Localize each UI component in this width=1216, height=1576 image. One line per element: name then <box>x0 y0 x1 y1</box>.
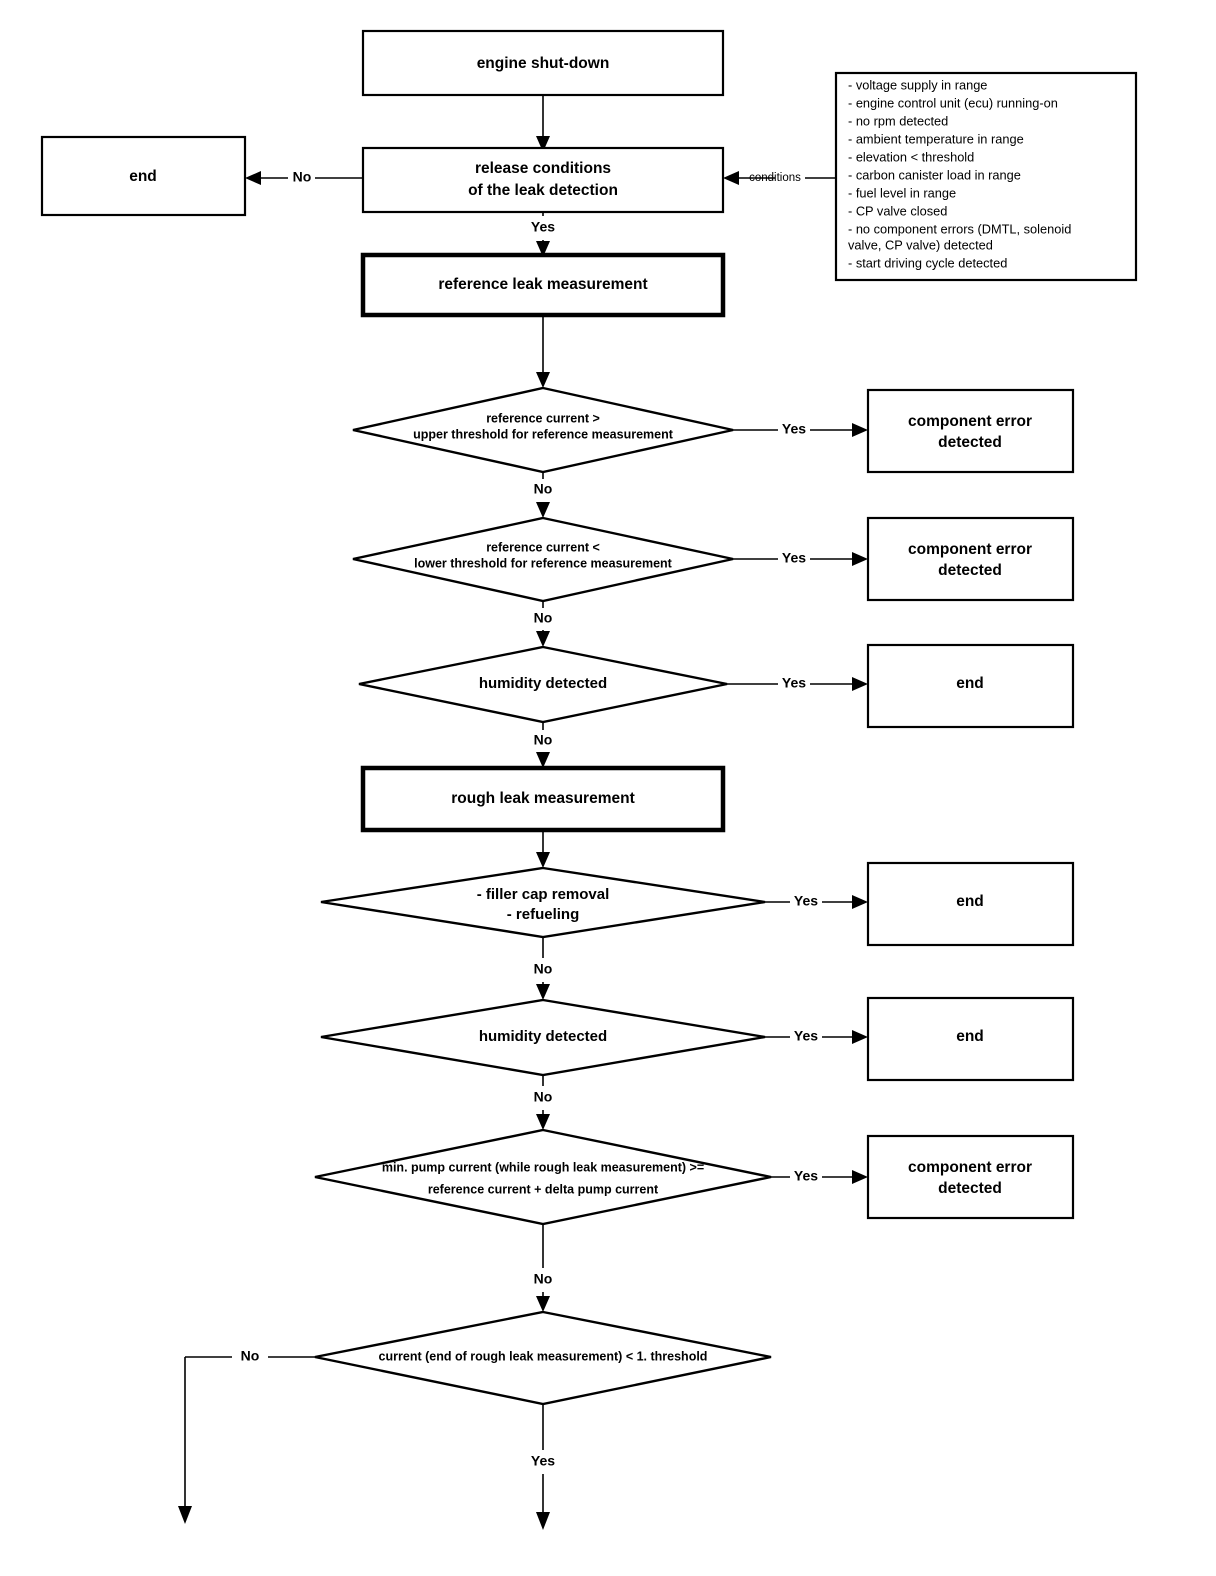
node-conditions-box: - voltage supply in range - engine contr… <box>834 71 1138 282</box>
node-release-conditions[interactable]: release conditions of the leak detection <box>361 146 725 214</box>
edge-dec3-yes <box>727 677 868 691</box>
condition-item-1: - engine control unit (ecu) running-on <box>848 95 1058 110</box>
decision-filler-cap-line2: - refueling <box>507 906 580 923</box>
engine-shutdown-label: engine shut-down <box>477 55 610 72</box>
decision-min-pump-line1: min. pump current (while rough leak meas… <box>382 1160 704 1174</box>
end-right-2-label: end <box>956 893 984 910</box>
edge-dec7-yes <box>536 1404 550 1530</box>
node-decision-filler-cap[interactable]: - filler cap removal - refueling <box>320 866 766 939</box>
edge-dec7-no <box>178 1356 320 1524</box>
decision-humidity-2-label: humidity detected <box>479 1028 607 1045</box>
decision-reference-upper-line2: upper threshold for reference measuremen… <box>413 427 674 441</box>
edge-label-no-dec4: No <box>534 961 553 977</box>
node-decision-min-pump-current[interactable]: min. pump current (while rough leak meas… <box>314 1128 772 1226</box>
edge-label-yes-dec6: Yes <box>794 1168 818 1184</box>
edge-dec3-no <box>536 722 550 768</box>
condition-item-7: - CP valve closed <box>848 203 947 218</box>
condition-item-6: - fuel level in range <box>848 185 956 200</box>
component-error-2-line2: detected <box>938 562 1002 579</box>
edge-label-yes-dec3: Yes <box>782 675 806 691</box>
node-component-error-1[interactable]: component error detected <box>866 388 1075 474</box>
edge-label-yes-dec7: Yes <box>531 1453 555 1469</box>
condition-item-2: - no rpm detected <box>848 113 948 128</box>
reference-leak-measurement-label: reference leak measurement <box>438 276 647 293</box>
node-engine-shutdown[interactable]: engine shut-down <box>361 29 725 97</box>
release-conditions-label-line2: of the leak detection <box>468 182 618 199</box>
decision-humidity-1-label: humidity detected <box>479 675 607 692</box>
edge-dec5-yes <box>765 1030 868 1044</box>
edge-dec6-yes <box>771 1170 868 1184</box>
edge-label-yes-release: Yes <box>531 219 555 235</box>
condition-item-4: - elevation < threshold <box>848 149 974 164</box>
edge-dec2-yes <box>733 552 868 566</box>
release-conditions-label-line1: release conditions <box>475 160 611 177</box>
end-right-3-label: end <box>956 1028 984 1045</box>
edge-label-no-dec6: No <box>534 1271 553 1287</box>
node-decision-humidity-1[interactable]: humidity detected <box>358 645 728 724</box>
edge-label-no-release: No <box>293 169 312 185</box>
node-end-right-2[interactable]: end <box>866 861 1075 947</box>
decision-end-current-label: current (end of rough leak measurement) … <box>379 1349 708 1363</box>
edge-dec6-no <box>536 1224 550 1312</box>
condition-item-3: - ambient temperature in range <box>848 131 1024 146</box>
decision-reference-upper-line1: reference current > <box>486 411 600 425</box>
edge-conditions-to-release <box>723 171 836 185</box>
decision-reference-lower-line2: lower threshold for reference measuremen… <box>414 556 673 570</box>
condition-item-8: - no component errors (DMTL, solenoid <box>848 221 1071 236</box>
decision-filler-cap-line1: - filler cap removal <box>477 886 610 903</box>
condition-item-10: - start driving cycle detected <box>848 255 1007 270</box>
edge-label-yes-dec5: Yes <box>794 1028 818 1044</box>
edge-label-no-dec1: No <box>534 481 553 497</box>
node-end-left[interactable]: end <box>40 135 247 217</box>
edge-label-yes-dec4: Yes <box>794 893 818 909</box>
node-end-right-3[interactable]: end <box>866 996 1075 1082</box>
edge-label-yes-dec2: Yes <box>782 550 806 566</box>
node-decision-reference-upper[interactable]: reference current > upper threshold for … <box>352 386 734 474</box>
edge-rough-to-dec4 <box>536 830 550 868</box>
edge-label-no-dec5: No <box>534 1089 553 1105</box>
rough-leak-measurement-label: rough leak measurement <box>451 790 634 807</box>
decision-min-pump-line2: reference current + delta pump current <box>428 1182 659 1196</box>
edge-label-conditions: conditions <box>749 172 801 184</box>
node-reference-leak-measurement[interactable]: reference leak measurement <box>360 252 726 318</box>
node-decision-humidity-2[interactable]: humidity detected <box>320 998 766 1077</box>
node-end-right-1[interactable]: end <box>866 643 1075 729</box>
condition-item-0: - voltage supply in range <box>848 77 987 92</box>
decision-reference-lower-line1: reference current < <box>486 540 600 554</box>
edge-label-no-dec7: No <box>241 1348 260 1364</box>
condition-item-5: - carbon canister load in range <box>848 167 1021 182</box>
node-decision-end-current[interactable]: current (end of rough leak measurement) … <box>314 1310 772 1406</box>
component-error-3-line2: detected <box>938 1180 1002 1197</box>
end-right-1-label: end <box>956 675 984 692</box>
component-error-1-line2: detected <box>938 434 1002 451</box>
edge-dec1-yes <box>733 423 868 437</box>
node-rough-leak-measurement[interactable]: rough leak measurement <box>360 765 726 833</box>
condition-item-9: valve, CP valve) detected <box>848 237 993 252</box>
node-component-error-3[interactable]: component error detected <box>866 1134 1075 1220</box>
edge-dec4-no <box>536 937 550 1000</box>
component-error-1-line1: component error <box>908 413 1032 430</box>
node-decision-reference-lower[interactable]: reference current < lower threshold for … <box>352 516 734 603</box>
node-component-error-2[interactable]: component error detected <box>866 516 1075 602</box>
component-error-2-line1: component error <box>908 541 1032 558</box>
end-left-label: end <box>129 168 157 185</box>
edge-dec4-yes <box>765 895 868 909</box>
edge-reference-to-dec1 <box>536 315 550 388</box>
edge-label-no-dec2: No <box>534 610 553 626</box>
edge-dec5-no <box>536 1075 550 1130</box>
edge-release-to-end-left <box>245 171 363 185</box>
edge-label-no-dec3: No <box>534 732 553 748</box>
edge-label-yes-dec1: Yes <box>782 421 806 437</box>
component-error-3-line1: component error <box>908 1159 1032 1176</box>
edge-shutdown-to-release <box>536 95 550 152</box>
